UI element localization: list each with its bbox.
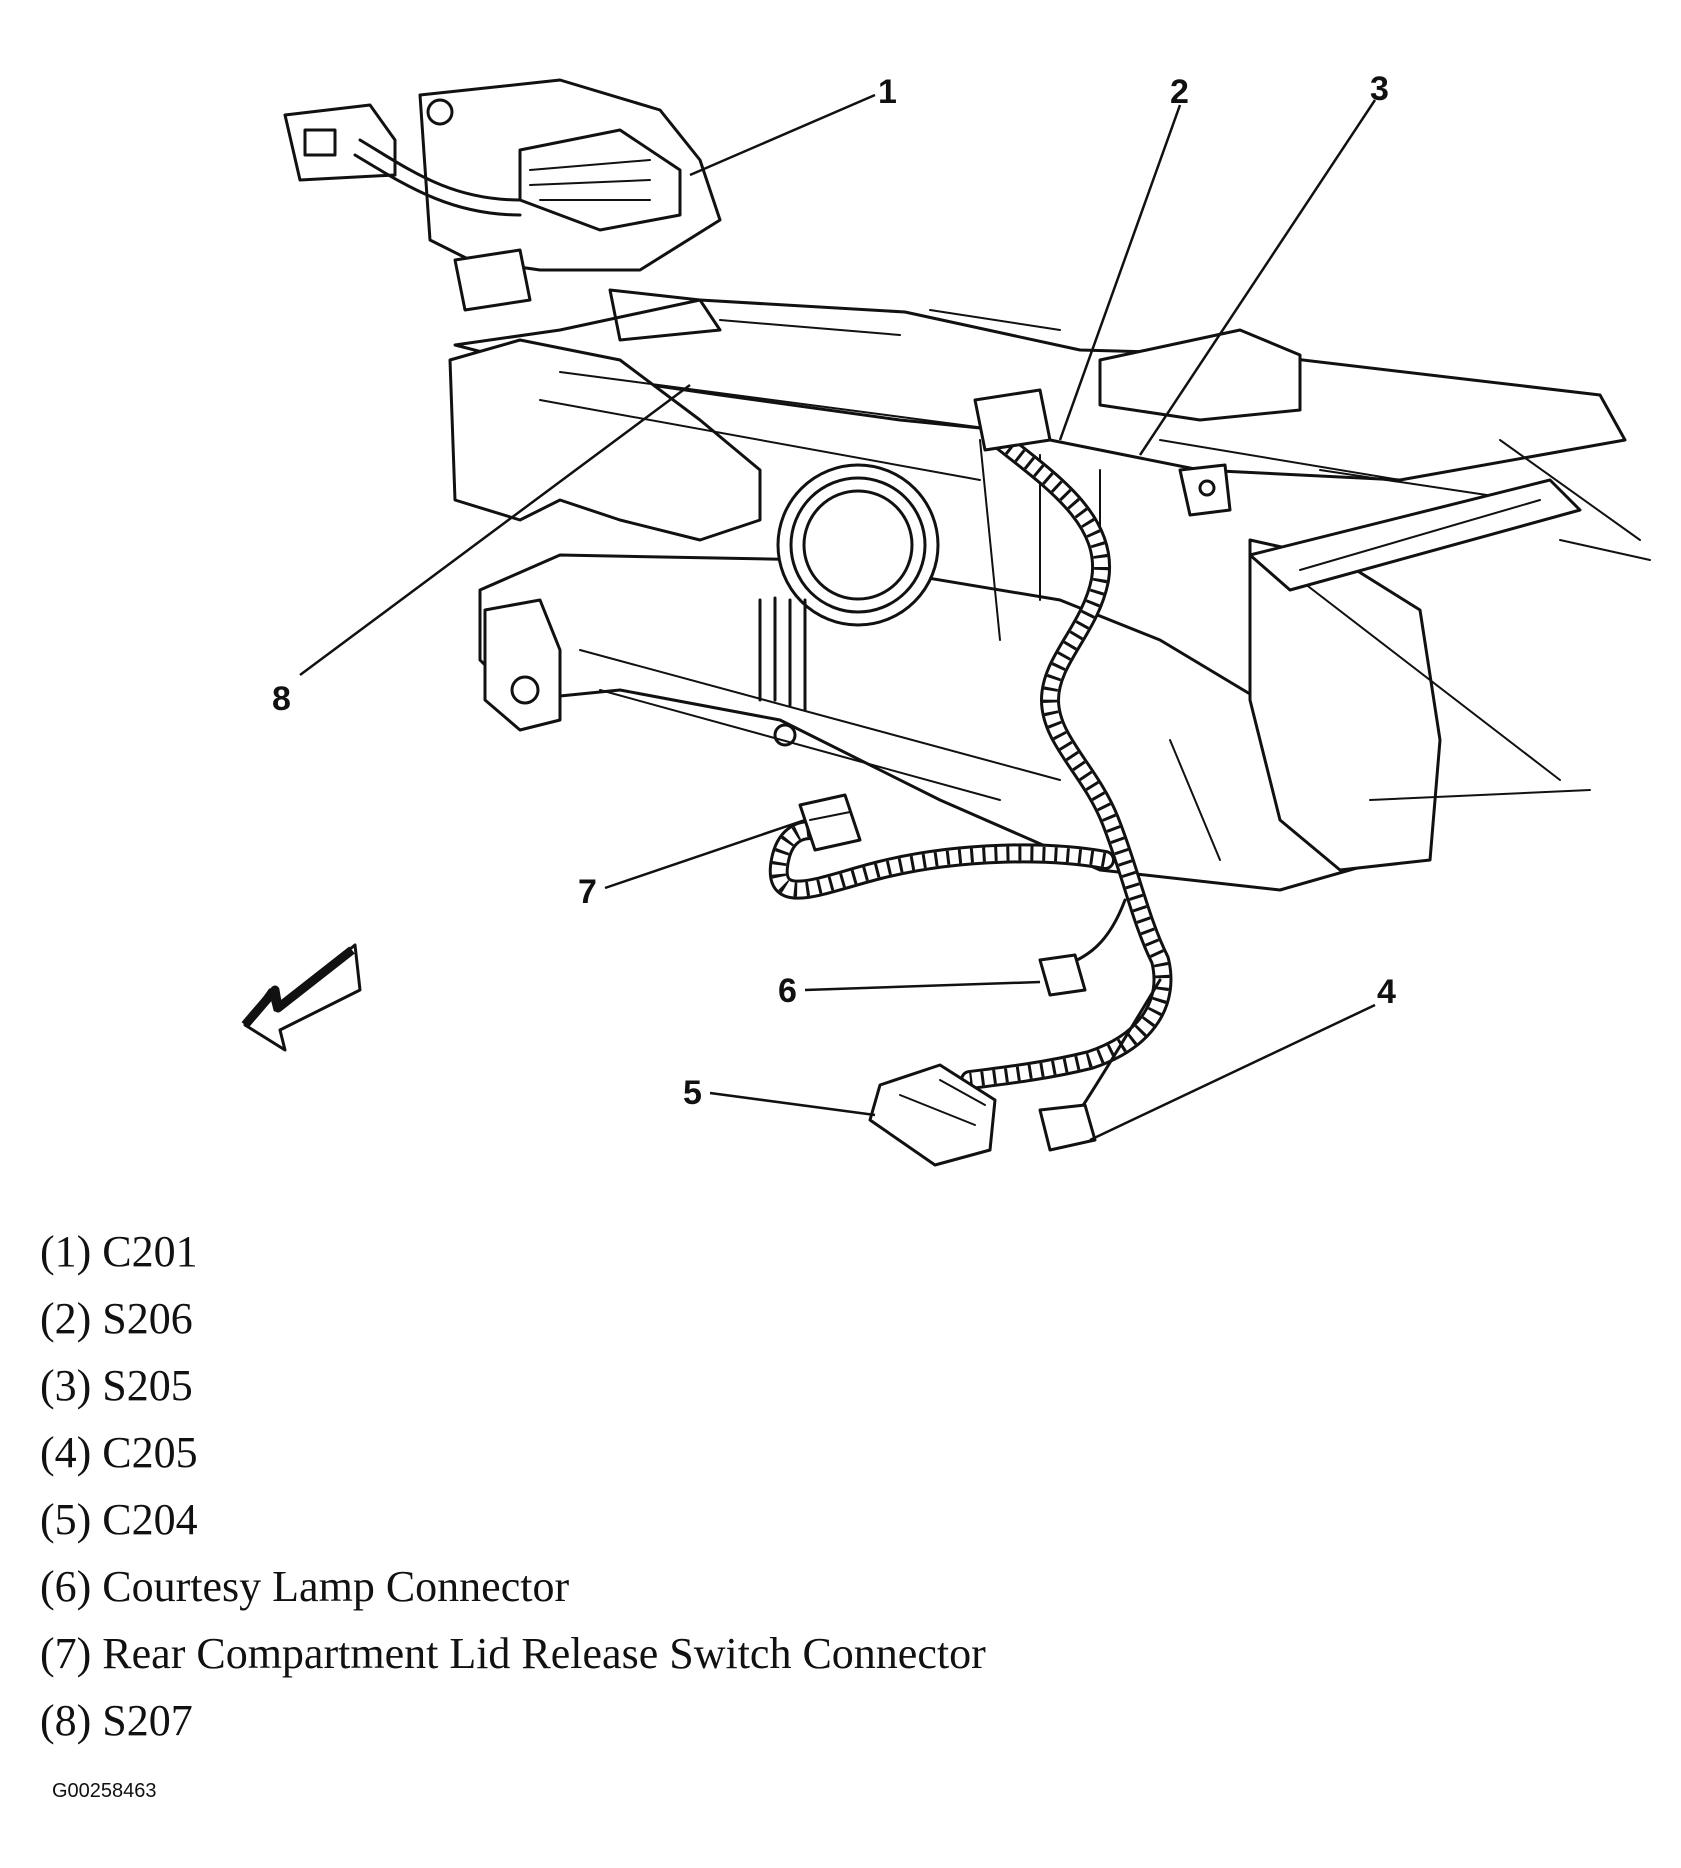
leader-line-5 (709, 1091, 876, 1117)
callout-5: 5 (683, 1074, 702, 1112)
leader-lines (299, 93, 1377, 1142)
callout-2: 2 (1170, 73, 1189, 111)
legend-item: (3) S205 (40, 1361, 193, 1410)
figure-id: G00258463 (52, 1780, 157, 1802)
legend-item: (1) C201 (40, 1227, 198, 1276)
callout-1: 1 (878, 73, 897, 111)
wiring-diagram: 1 2 3 4 5 6 7 8 (241, 70, 1651, 1167)
callout-8: 8 (272, 680, 291, 718)
wire-harness (768, 430, 1173, 1112)
leader-line-1 (689, 93, 876, 177)
connector-4 (1038, 1103, 1097, 1152)
callout-labels: 1 2 3 4 5 6 7 8 (272, 70, 1396, 1112)
wiring-diagram-svg: 1 2 3 4 5 6 7 8 (241, 70, 1651, 1167)
connectors (798, 388, 1232, 1167)
callout-3: 3 (1370, 70, 1389, 108)
legend-item: (5) C204 (40, 1495, 198, 1544)
connector-6 (1038, 953, 1087, 997)
leader-line-3 (1138, 99, 1377, 456)
forward-arrow-icon (241, 943, 362, 1052)
legend-item: (2) S206 (40, 1294, 193, 1343)
legend-item: (7) Rear Compartment Lid Release Switch … (40, 1629, 986, 1678)
leader-line-4 (1089, 1003, 1376, 1142)
panel-structure (283, 78, 1651, 892)
leader-line-8 (299, 383, 691, 677)
callout-7: 7 (578, 873, 597, 911)
component-legend: (1) C201 (2) S206 (3) S205 (4) C205 (5) … (40, 1218, 1540, 1754)
callout-6: 6 (778, 972, 797, 1010)
legend-item: (8) S207 (40, 1696, 193, 1745)
leader-line-2 (1058, 104, 1182, 441)
connector-5 (868, 1063, 997, 1167)
leader-line-6 (804, 980, 1041, 992)
legend-item: (6) Courtesy Lamp Connector (40, 1562, 570, 1611)
leader-line-7 (604, 818, 806, 890)
legend-item: (4) C205 (40, 1428, 198, 1477)
connector-7 (798, 793, 862, 852)
callout-4: 4 (1377, 973, 1396, 1011)
